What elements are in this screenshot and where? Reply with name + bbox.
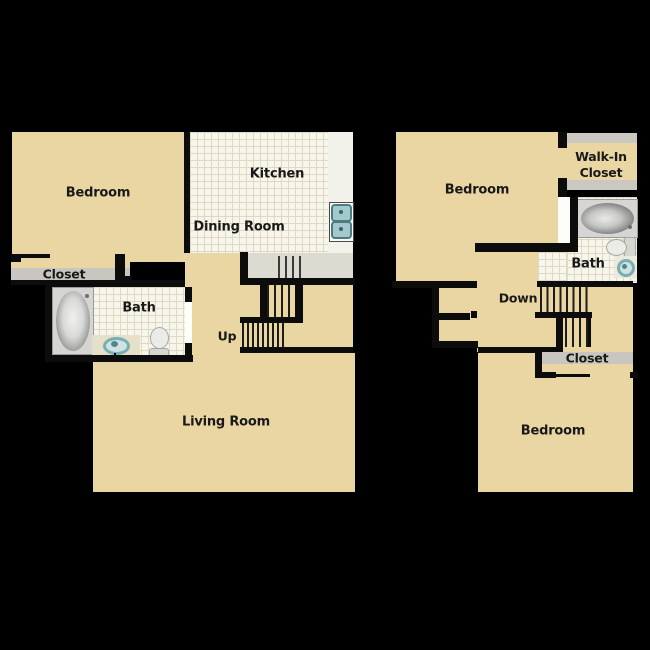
room-bedroom-1f bbox=[12, 132, 185, 262]
room-label-bath: Bath bbox=[571, 256, 605, 272]
room-label-dining: Dining Room bbox=[193, 219, 285, 235]
sink-drain bbox=[111, 341, 118, 347]
stair-side-wall bbox=[295, 285, 303, 317]
wall-segment bbox=[125, 276, 132, 283]
stairs-label-up: Up bbox=[217, 328, 237, 344]
wall-tub-side bbox=[570, 197, 578, 246]
toilet-icon bbox=[606, 239, 627, 256]
bath-wall-right bbox=[185, 287, 192, 302]
room-bedroom-2f-top-ext bbox=[396, 252, 477, 282]
faucet-dot bbox=[85, 294, 89, 298]
bath-wall-left bbox=[45, 280, 52, 362]
walkin-shelf-band-top bbox=[567, 133, 637, 143]
stair-side-wall bbox=[556, 318, 563, 352]
wall-below-bar bbox=[240, 278, 355, 285]
wall-walkin-left bbox=[558, 178, 567, 197]
bath-door-gap bbox=[558, 197, 570, 243]
room-label-bedroom: Bedroom bbox=[65, 185, 131, 201]
stair-side-wall bbox=[588, 317, 591, 347]
stairs-label-down: Down bbox=[498, 290, 538, 306]
room-label-walkin-closet: Walk-In Closet bbox=[556, 149, 646, 181]
bath-door-gap bbox=[185, 302, 192, 343]
bath-2f-tile-floor bbox=[538, 252, 567, 283]
tub-basin bbox=[56, 291, 90, 351]
stair-treads bbox=[242, 322, 285, 347]
tub-basin bbox=[581, 203, 634, 234]
kitchen-sink-basin bbox=[331, 221, 352, 239]
walkin-line2: Closet bbox=[579, 165, 623, 180]
wall-door-header bbox=[21, 254, 50, 258]
drain-dot bbox=[339, 227, 343, 231]
toilet-icon bbox=[150, 327, 169, 349]
room-label-closet: Closet bbox=[42, 266, 86, 282]
stair-divider-wall bbox=[240, 317, 303, 323]
closet-door-header bbox=[556, 374, 590, 377]
closet-wall-left bbox=[535, 352, 542, 378]
stair-treads bbox=[278, 256, 302, 278]
faucet-dot bbox=[628, 225, 632, 229]
bath-wall-bottom bbox=[45, 355, 193, 362]
room-label-bedroom: Bedroom bbox=[520, 423, 586, 439]
wall-bedroom-hall bbox=[475, 243, 578, 252]
room-bedroom-2f-bottom bbox=[478, 348, 633, 492]
room-label-living: Living Room bbox=[182, 414, 270, 430]
wall-segment bbox=[542, 372, 556, 378]
nook-shelf bbox=[432, 313, 470, 320]
hallway-1f bbox=[185, 252, 243, 362]
wall-bedroom-kitchen bbox=[184, 132, 190, 253]
bathtub-icon bbox=[577, 199, 638, 238]
walkin-door-gap bbox=[558, 148, 567, 178]
room-label-closet: Closet bbox=[565, 350, 609, 366]
closet-1f-shelf-band bbox=[11, 268, 130, 280]
closet-2f-shelf-band bbox=[542, 352, 633, 364]
nook-stub bbox=[471, 311, 477, 318]
wall-segment bbox=[630, 372, 638, 378]
wall-segment bbox=[115, 254, 125, 283]
room-label-kitchen: Kitchen bbox=[249, 166, 305, 182]
hall-wall-bottom bbox=[478, 347, 563, 353]
walkin-shelf-band-bottom bbox=[567, 180, 637, 190]
nook-wall-bottom bbox=[432, 341, 478, 348]
stair-side-wall bbox=[260, 285, 267, 317]
room-living-1f bbox=[93, 353, 355, 492]
walkin-line1: Walk-In bbox=[575, 149, 627, 164]
wall-dining-bar bbox=[240, 252, 248, 285]
bath-wall-bottom bbox=[537, 281, 633, 287]
drain-dot bbox=[339, 210, 343, 214]
stair-treads bbox=[540, 287, 592, 312]
stair-bottom-wall bbox=[240, 347, 353, 353]
sink-drain bbox=[622, 264, 627, 269]
wall-segment bbox=[11, 254, 21, 262]
room-bedroom-2f-top bbox=[396, 132, 558, 252]
bath-wall-top bbox=[52, 280, 185, 287]
stair-treads bbox=[565, 318, 589, 347]
kitchen-tile-floor bbox=[190, 132, 353, 253]
stair-divider-wall bbox=[535, 312, 592, 318]
kitchen-sink-icon bbox=[329, 202, 354, 242]
kitchen-sink-basin bbox=[331, 204, 352, 222]
bath-wall-right bbox=[185, 343, 192, 355]
bathtub-icon bbox=[52, 287, 94, 355]
stair-treads bbox=[267, 285, 295, 317]
room-label-bedroom: Bedroom bbox=[444, 182, 510, 198]
wall-walkin-left bbox=[558, 132, 567, 148]
room-label-bath: Bath bbox=[122, 300, 156, 316]
walkin-closet-floor bbox=[567, 143, 637, 180]
